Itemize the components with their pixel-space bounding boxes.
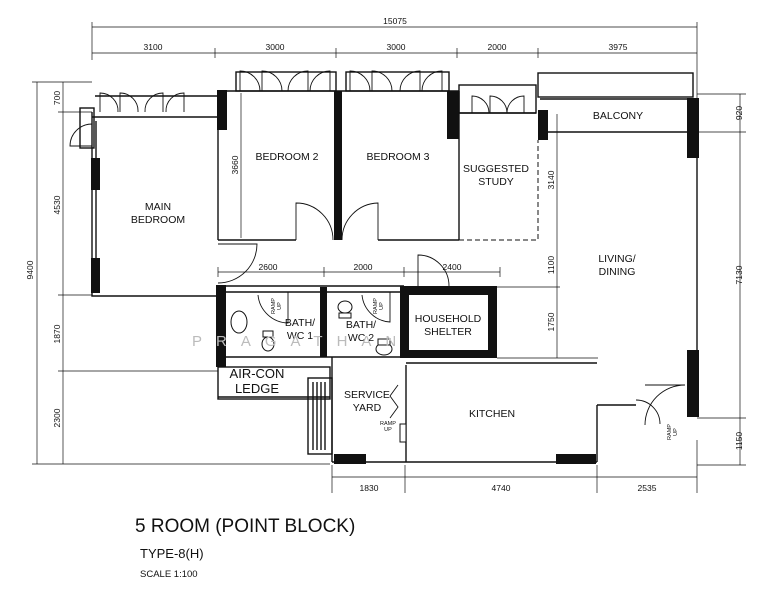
dim-right-1: 920 [734,106,744,120]
dim-overall-top: 15075 [383,16,407,26]
dim-left-outer: 9400 [25,260,35,279]
label-kitchen: KITCHEN [469,408,515,420]
label-study-2: STUDY [478,176,514,188]
label-main-bedroom-2: BEDROOM [131,214,185,226]
label-bath1-2: WC 1 [287,330,313,342]
fixtures [230,300,407,443]
plan-subtitle: TYPE-8(H) [140,546,204,561]
plan-title: 5 ROOM (POINT BLOCK) [135,516,356,537]
label-balcony: BALCONY [593,110,643,122]
ramp-label-bath2-a: RAMP [373,298,379,314]
dim-left-1: 700 [52,91,62,105]
label-service-yard-1: SERVICE [344,389,390,401]
ramp-labels: RAMP UP RAMP UP RAMP UP RAMP UP [271,298,679,440]
label-bath1-1: BATH/ [285,317,315,329]
dim-right-2: 7130 [734,265,744,284]
dim-top-1: 3100 [144,42,163,52]
dim-bottom-2: 4740 [492,483,511,493]
dim-int-v-3: 1100 [546,256,556,275]
dim-int-h-3: 2400 [443,262,462,272]
ramp-label-kitchen-a: RAMP [667,424,673,440]
dim-top-3: 3000 [387,42,406,52]
dim-left-3: 1870 [52,324,62,343]
dim-int-h-1: 2600 [259,262,278,272]
dim-top-5: 3975 [609,42,628,52]
dim-int-v-2: 3140 [546,170,556,189]
dim-top-2: 3000 [266,42,285,52]
dim-left-2: 4530 [52,195,62,214]
ramp-label-yard-b: UP [384,427,392,433]
dim-top-4: 2000 [488,42,507,52]
dim-right-3: 1150 [734,432,744,451]
dim-bottom-3: 2535 [638,483,657,493]
label-living-2: DINING [599,266,636,278]
ramp-label-yard-a: RAMP [380,421,396,427]
label-bath2-2: WC 2 [348,332,374,344]
watermark: PRAGATHAN [192,333,410,350]
label-shelter-1: HOUSEHOLD [415,313,482,325]
ramp-label-bath1-b: UP [277,302,283,310]
dim-left-4: 2300 [52,408,62,427]
dimension-lines: 15075 3100 3000 3000 2000 3975 1830 4740… [25,16,746,493]
walls [91,71,699,464]
label-service-yard-2: YARD [353,402,382,414]
ramp-label-kitchen-b: UP [673,428,679,436]
label-study-1: SUGGESTED [463,163,529,175]
label-aircon-1: AIR-CON [230,366,285,381]
dim-int-v-4: 1750 [546,312,556,331]
dim-int-v-1: 3660 [230,155,240,174]
doors-windows [69,70,686,426]
ramp-label-bath1-a: RAMP [271,298,277,314]
label-bath2-1: BATH/ [346,319,376,331]
plan-scale: SCALE 1:100 [140,569,198,580]
label-living-1: LIVING/ [598,253,635,265]
ramp-label-bath2-b: UP [379,302,385,310]
room-labels: MAIN BEDROOM BEDROOM 2 BEDROOM 3 SUGGEST… [131,110,643,420]
label-bedroom-3: BEDROOM 3 [366,151,429,163]
label-bedroom-2: BEDROOM 2 [255,151,318,163]
label-shelter-2: SHELTER [424,326,472,338]
dim-bottom-1: 1830 [360,483,379,493]
label-main-bedroom-1: MAIN [145,201,171,213]
dim-int-h-2: 2000 [354,262,373,272]
label-aircon-2: LEDGE [235,381,279,396]
